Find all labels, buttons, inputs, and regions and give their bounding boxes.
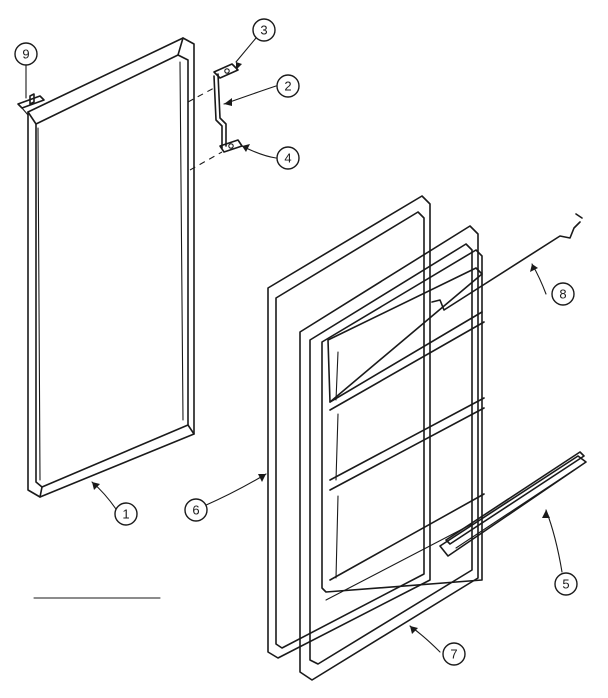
callout-2: 2	[276, 74, 300, 98]
callout-7-label: 7	[450, 647, 457, 662]
hinge-alignment-line-upper	[187, 87, 215, 103]
part-4-lower-hinge-plate	[219, 139, 243, 153]
callout-7: 7	[442, 642, 466, 666]
part-2-hinge-bracket	[213, 73, 227, 149]
leader-arrowheads	[92, 62, 550, 634]
callout-6: 6	[184, 498, 208, 522]
part-1-door-outer-panel	[27, 37, 195, 498]
callout-9-label: 9	[22, 47, 29, 62]
callout-4: 4	[276, 146, 300, 170]
part-7-door-liner	[299, 225, 485, 681]
callout-9: 9	[14, 42, 38, 66]
part-6-door-gasket	[267, 195, 431, 659]
part-3-upper-hinge-plate	[213, 63, 239, 79]
callout-4-label: 4	[284, 151, 291, 166]
callout-2-label: 2	[284, 79, 291, 94]
callout-1: 1	[114, 502, 138, 526]
part-5-shelf-rail	[439, 451, 587, 557]
callout-3: 3	[252, 18, 276, 42]
callout-6-label: 6	[192, 503, 199, 518]
callout-8: 8	[551, 282, 575, 306]
callout-5: 5	[554, 572, 578, 596]
callout-3-label: 3	[260, 23, 267, 38]
part-9-door-stop	[17, 93, 45, 116]
callout-1-label: 1	[122, 507, 129, 522]
part-8-retainer-rod	[431, 213, 583, 311]
callout-8-label: 8	[559, 287, 566, 302]
callout-5-label: 5	[562, 577, 569, 592]
